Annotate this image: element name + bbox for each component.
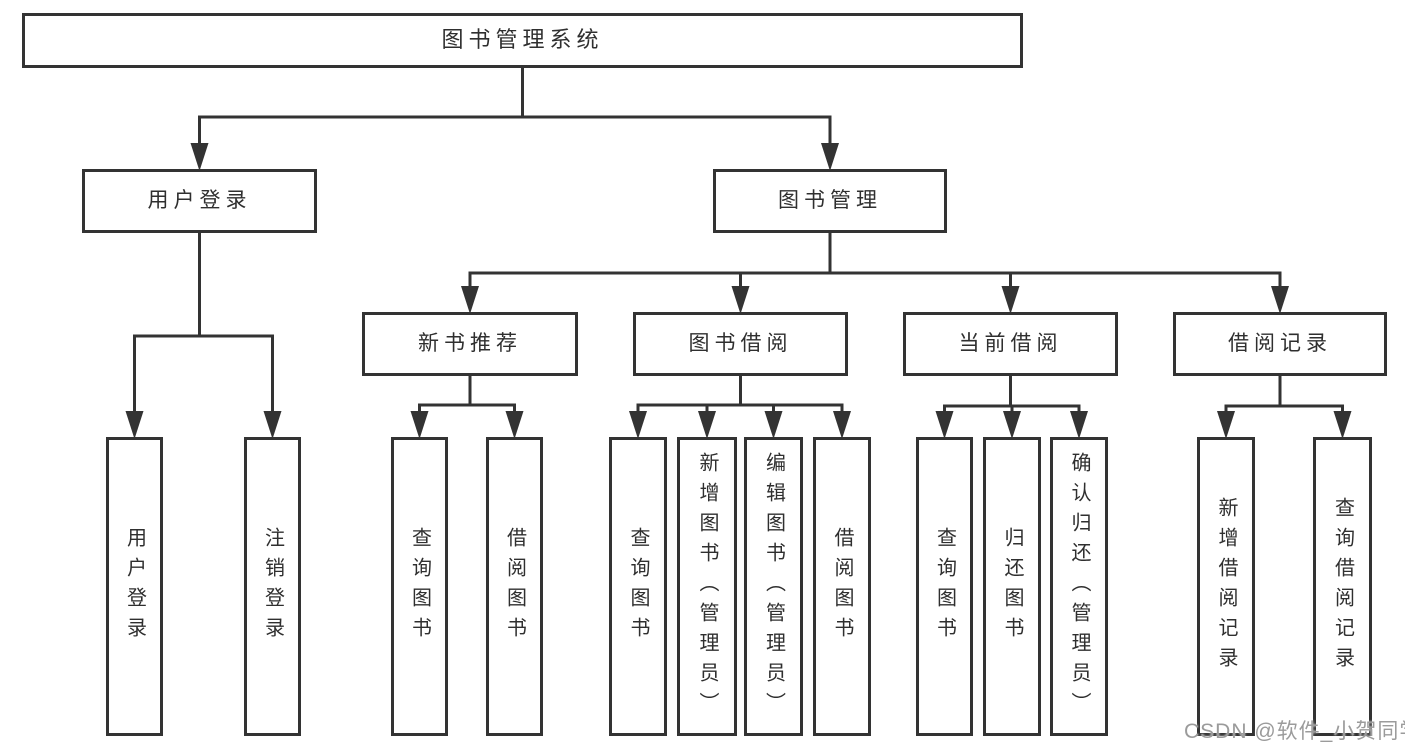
node-label-book-mgmt: 图书管理 [778,189,882,213]
node-user-login: 用户登录 [82,169,317,233]
connector-book-mgmt-to-borrowing-records [828,231,1282,292]
connector-book-mgmt-to-book-borrowing [739,231,832,292]
node-label-book-borrowing: 图书借阅 [688,332,793,356]
arrowhead-leaf-query-books-3 [935,411,954,439]
node-root: 图书管理系统 [22,13,1023,68]
node-new-book-rec: 新书推荐 [362,312,578,376]
node-book-mgmt: 图书管理 [713,169,947,233]
arrowhead-current-borrowing [1001,286,1020,314]
csdn-watermark: CSDN @软件_小贺同学 [1184,720,1405,743]
node-leaf-borrow-books-2: 借阅图书 [813,437,871,736]
node-label-leaf-query-books-2: 查询图书 [627,526,649,647]
arrowhead-user-login [190,143,209,171]
arrowhead-leaf-add-borrow-record [1217,411,1235,439]
node-leaf-add-borrow-record: 新增借阅记录 [1197,437,1255,736]
node-leaf-add-books: 新增图书（管理员） [677,437,737,736]
node-leaf-confirm-return: 确认归还（管理员） [1050,437,1108,736]
connector-root-to-book-mgmt [521,66,832,149]
arrowhead-book-mgmt [821,143,839,171]
node-leaf-edit-books: 编辑图书（管理员） [744,437,803,736]
connector-root-to-user-login [198,66,524,149]
node-label-borrowing-records: 借阅记录 [1228,332,1332,356]
arrowhead-leaf-borrow-books-2 [833,411,851,439]
node-leaf-query-borrow-record: 查询借阅记录 [1313,437,1372,736]
connector-current-borrowing-to-leaf-query-books-3 [943,374,1012,417]
arrowhead-borrowing-records [1271,286,1289,314]
arrowhead-leaf-borrow-books-1 [505,411,524,439]
connector-book-borrowing-to-leaf-edit-books [739,374,775,417]
node-label-leaf-query-borrow-record: 查询借阅记录 [1331,496,1354,677]
arrowhead-leaf-query-books-2 [629,411,647,439]
node-label-leaf-edit-books: 编辑图书（管理员） [762,451,785,722]
node-book-borrowing: 图书借阅 [633,312,848,376]
node-label-leaf-confirm-return: 确认归还（管理员） [1068,451,1090,722]
arrowhead-new-book-rec [461,286,479,314]
node-leaf-query-books-1: 查询图书 [391,437,448,736]
arrowhead-leaf-edit-books [764,411,783,439]
connector-book-mgmt-to-current-borrowing [828,231,1012,292]
node-label-leaf-add-borrow-record: 新增借阅记录 [1215,496,1237,677]
node-leaf-query-books-2: 查询图书 [609,437,667,736]
node-leaf-borrow-books-1: 借阅图书 [486,437,543,736]
arrowhead-leaf-query-books-1 [410,411,429,439]
node-label-leaf-borrow-books-1: 借阅图书 [503,526,526,647]
arrowhead-leaf-confirm-return [1070,411,1088,439]
node-label-leaf-return-books: 归还图书 [1001,526,1023,647]
connector-new-book-rec-to-leaf-query-books-1 [418,374,472,417]
connector-current-borrowing-to-leaf-confirm-return [1009,374,1081,417]
connector-book-mgmt-to-new-book-rec [468,231,832,292]
node-label-user-login: 用户登录 [147,189,252,213]
node-label-leaf-logout: 注销登录 [261,526,284,647]
node-label-current-borrowing: 当前借阅 [958,332,1063,356]
node-leaf-return-books: 归还图书 [983,437,1041,736]
connector-book-borrowing-to-leaf-borrow-books-2 [739,374,844,417]
connector-user-login-to-leaf-logout [198,231,274,417]
arrowhead-book-borrowing [731,286,750,314]
node-label-new-book-rec: 新书推荐 [418,332,522,356]
node-label-leaf-borrow-books-2: 借阅图书 [831,526,853,647]
node-label-leaf-user-login: 用户登录 [123,526,146,647]
connector-borrowing-records-to-leaf-add-borrow-record [1224,374,1282,417]
connector-borrowing-records-to-leaf-query-borrow-record [1278,374,1344,417]
connector-book-borrowing-to-leaf-add-books [705,374,742,417]
node-current-borrowing: 当前借阅 [903,312,1118,376]
node-label-leaf-add-books: 新增图书（管理员） [696,451,718,722]
node-borrowing-records: 借阅记录 [1173,312,1387,376]
node-label-leaf-query-books-1: 查询图书 [408,526,431,647]
arrowhead-leaf-logout [263,411,282,439]
arrowhead-leaf-add-books [698,411,716,439]
node-label-leaf-query-books-3: 查询图书 [933,526,956,647]
connector-book-borrowing-to-leaf-query-books-2 [636,374,742,417]
node-label-root: 图书管理系统 [441,27,604,53]
node-leaf-logout: 注销登录 [244,437,301,736]
arrowhead-leaf-query-borrow-record [1333,411,1352,439]
arrowhead-leaf-user-login [125,411,144,439]
node-leaf-query-books-3: 查询图书 [916,437,973,736]
connector-user-login-to-leaf-user-login [133,231,201,417]
arrowhead-leaf-return-books [1003,411,1021,439]
connector-new-book-rec-to-leaf-borrow-books-1 [468,374,516,417]
node-leaf-user-login: 用户登录 [106,437,163,736]
